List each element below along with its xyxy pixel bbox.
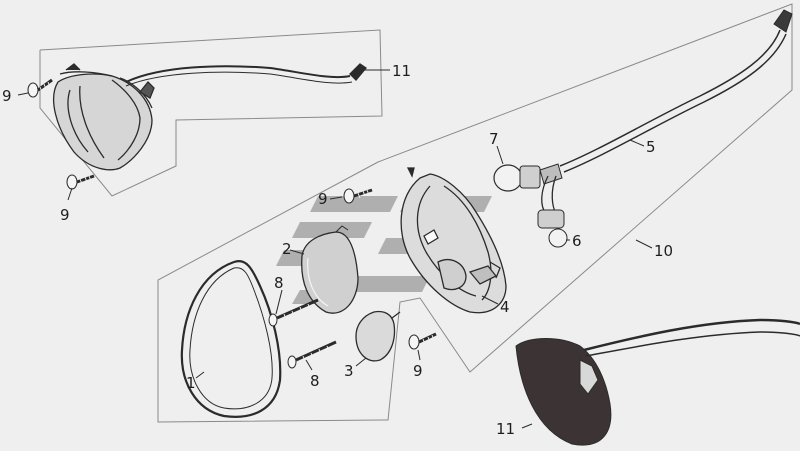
- wire-harness-5: [559, 9, 793, 173]
- callout-11-upper: 11: [392, 62, 411, 80]
- callout-2: 2: [282, 240, 292, 258]
- screw-9-upper: [27, 78, 53, 98]
- leader-lines: [17, 69, 653, 429]
- frame-main: [157, 3, 793, 423]
- callout-4: 4: [500, 298, 510, 316]
- callout-8-upper: 8: [274, 274, 284, 292]
- callout-8-lower: 8: [310, 372, 320, 390]
- screw-8-lower: [287, 340, 337, 369]
- gasket-1: [180, 260, 282, 418]
- screw-9-center: [343, 188, 373, 204]
- callout-6: 6: [572, 232, 582, 250]
- lens-2: [301, 225, 359, 314]
- callout-5: 5: [646, 138, 656, 156]
- screw-8-upper: [268, 298, 319, 327]
- screw-9-lower: [408, 332, 437, 350]
- lamp-housing-4: [400, 167, 507, 314]
- screw-9-lower-left: [66, 174, 95, 190]
- callout-9-center: 9: [318, 190, 328, 208]
- lamp-part-11-lower: [515, 318, 800, 446]
- callout-3: 3: [344, 362, 354, 380]
- bulb-6: [537, 175, 568, 248]
- upper-left-lamp-assembly: [53, 63, 367, 171]
- callout-7: 7: [489, 130, 499, 148]
- lens-3: [355, 310, 401, 362]
- callout-11-lower: 11: [496, 420, 515, 438]
- bulb-7: [493, 163, 563, 192]
- callout-10: 10: [654, 242, 673, 260]
- callout-1: 1: [186, 374, 196, 392]
- assembly-frames: [39, 3, 793, 423]
- callout-9-upper-left: 9: [2, 87, 12, 105]
- callout-9-lower: 9: [413, 362, 423, 380]
- callout-labels: 11 9 9 7 5 9 6 10 2 8 4 1 8 3 9 11: [2, 62, 673, 438]
- callout-9-lower-left: 9: [60, 206, 70, 224]
- frame-upper-left: [39, 29, 383, 197]
